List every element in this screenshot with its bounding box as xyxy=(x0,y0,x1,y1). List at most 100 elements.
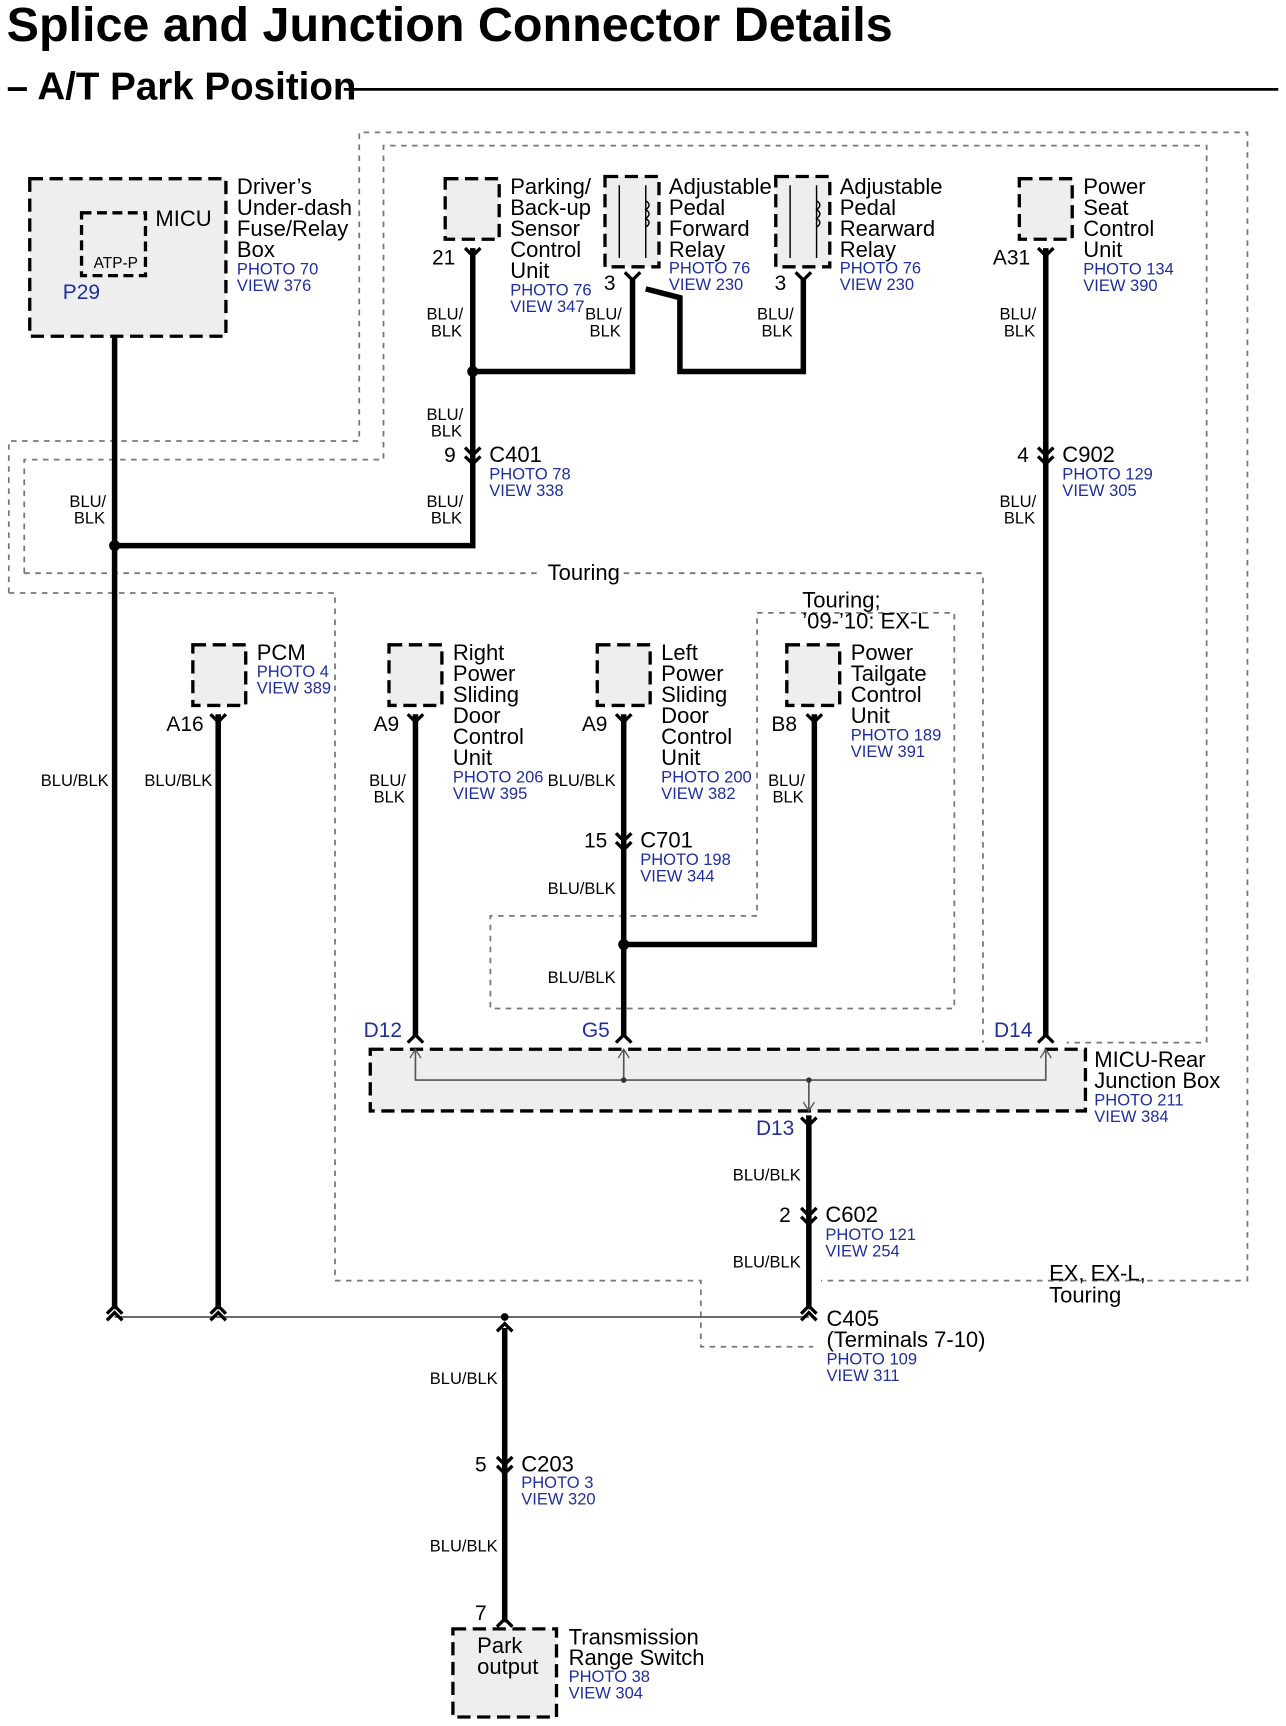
trans-switch-photo: PHOTO 38 xyxy=(569,1667,650,1686)
pedal-rear-name-3: Rearward xyxy=(840,216,935,241)
pin-d14: D14 xyxy=(994,1019,1033,1042)
c701-pin: 15 xyxy=(584,830,607,853)
pedal-fwd-name-4: Relay xyxy=(669,237,725,262)
wire-color-label: BLU/BLK xyxy=(430,1537,498,1556)
left-door-view: VIEW 382 xyxy=(661,784,735,803)
page-subtitle: – A/T Park Position xyxy=(7,65,357,108)
c401-name: C401 xyxy=(489,442,542,467)
fuse-box-photo: PHOTO 70 xyxy=(237,260,318,279)
c701-photo: PHOTO 198 xyxy=(640,850,731,869)
region-label-ex-2: Touring xyxy=(1049,1283,1121,1308)
wire-pedal-fwd xyxy=(472,277,636,375)
c203-pin: 5 xyxy=(475,1453,487,1476)
wire-color-label: BLK xyxy=(772,787,803,806)
wire-color-label: BLK xyxy=(1004,321,1035,340)
pcm-outline xyxy=(191,643,248,708)
wire-color-label: BLK xyxy=(74,509,105,528)
wire-color-label: BLK xyxy=(1004,509,1035,528)
micu-outline xyxy=(79,211,148,278)
junction-box-name-2: Junction Box xyxy=(1094,1068,1220,1093)
parking-name-5: Unit xyxy=(510,258,549,283)
pin-21: 21 xyxy=(432,247,455,270)
wire-color-label: BLU/ xyxy=(69,492,106,511)
wires xyxy=(111,248,1049,1623)
left-door-outline xyxy=(595,643,652,708)
power-seat-unit: A31 Power Seat Control Unit PHOTO 134 VI… xyxy=(993,174,1174,295)
pin-d12: D12 xyxy=(364,1019,402,1042)
c401-photo: PHOTO 78 xyxy=(489,465,570,484)
junction-box-view: VIEW 384 xyxy=(1094,1107,1168,1126)
right-door-name-4: Door xyxy=(453,703,501,728)
tailgate-outline xyxy=(785,643,842,708)
left-door-name-6: Unit xyxy=(661,745,700,770)
c902-view: VIEW 305 xyxy=(1062,481,1136,500)
pedal-rearward-relay: 3 Adjustable Pedal Rearward Relay PHOTO … xyxy=(774,174,943,295)
wire-color-label: BLU/ xyxy=(999,305,1036,324)
pin-a9-right: A9 xyxy=(374,713,400,736)
tailgate-name-4: Unit xyxy=(851,703,890,728)
junction-box-photo: PHOTO 211 xyxy=(1094,1090,1183,1109)
left-door-name-3: Sliding xyxy=(661,682,727,707)
c203-name: C203 xyxy=(521,1451,574,1476)
c405-photo: PHOTO 109 xyxy=(826,1349,917,1368)
pcm-photo: PHOTO 4 xyxy=(257,662,329,681)
parking-unit-outline xyxy=(443,177,501,241)
c405-name: C405 xyxy=(826,1306,879,1331)
left-sliding-door-unit: A9 Left Power Sliding Door Control Unit … xyxy=(582,640,752,803)
wire-color-label: BLK xyxy=(590,321,621,340)
c701-view: VIEW 344 xyxy=(640,867,714,886)
left-door-name-5: Control xyxy=(661,724,732,749)
power-seat-name-1: Power xyxy=(1083,174,1145,199)
splice-dot xyxy=(500,1313,509,1321)
boundary-inner-top xyxy=(23,144,1208,1044)
c602-view: VIEW 254 xyxy=(825,1241,899,1260)
right-door-view: VIEW 395 xyxy=(453,784,527,803)
c701-name: C701 xyxy=(640,828,693,853)
wire-color-label: BLU/BLK xyxy=(430,1369,498,1388)
c401-pin: 9 xyxy=(444,444,456,467)
splice-dot xyxy=(109,540,121,552)
pcm-name: PCM xyxy=(257,640,306,665)
parking-name-1: Parking/ xyxy=(510,174,592,199)
atp-p-terminal-label: ATP-P xyxy=(94,255,138,272)
pedal-rear-name-1: Adjustable xyxy=(840,174,943,199)
pcm: A16 PCM PHOTO 4 VIEW 389 xyxy=(166,640,331,736)
wire-pedal-rear xyxy=(645,277,807,375)
pedal-rear-outline xyxy=(774,174,832,269)
tailgate-view: VIEW 391 xyxy=(851,742,925,761)
parking-name-3: Sensor xyxy=(510,216,580,241)
splice-dot xyxy=(618,939,630,951)
pin-7: 7 xyxy=(475,1602,487,1625)
c405-terminals: (Terminals 7-10) xyxy=(826,1327,985,1352)
right-door-name-2: Power xyxy=(453,661,515,686)
region-label-touring-exl-1: Touring; xyxy=(802,587,880,612)
fuse-box-name-3: Fuse/Relay xyxy=(237,216,348,241)
micu-rear-junction-box: D12 G5 D14 D13 MICU-Rear Junction Box PH… xyxy=(364,1019,1221,1140)
pin-b8: B8 xyxy=(771,713,797,736)
wire-color-label: BLK xyxy=(431,422,462,441)
right-door-name-6: Unit xyxy=(453,745,492,770)
wire-color-label: BLU/BLK xyxy=(733,1252,801,1271)
pedal-rear-photo: PHOTO 76 xyxy=(840,258,921,277)
driver-fuse-relay-box: MICU ATP-P P29 Driver’s Under-dash Fuse/… xyxy=(28,174,352,338)
right-door-name-5: Control xyxy=(453,724,524,749)
parking-name-4: Control xyxy=(510,237,581,262)
pedal-forward-relay: 3 Adjustable Pedal Forward Relay PHOTO 7… xyxy=(603,174,772,295)
pin-a31: A31 xyxy=(993,247,1030,270)
pin-3-fwd: 3 xyxy=(604,272,616,295)
internal-splice-dot xyxy=(806,1077,812,1083)
fuse-box-name-4: Box xyxy=(237,237,275,262)
connector-c902: 4 C902 PHOTO 129 VIEW 305 xyxy=(1017,442,1153,500)
page-title: Splice and Junction Connector Details xyxy=(7,0,893,52)
wire-color-label: BLU/ xyxy=(426,405,463,424)
wire-color-label: BLU/BLK xyxy=(144,771,212,790)
pin-terminals xyxy=(105,246,1055,1628)
pin-g5: G5 xyxy=(582,1019,610,1042)
trans-switch-inner-1: Park xyxy=(477,1633,523,1658)
connector-c701: 15 C701 PHOTO 198 VIEW 344 xyxy=(584,828,731,886)
region-label-ex-1: EX, EX-L, xyxy=(1049,1261,1146,1286)
tailgate-name-1: Power xyxy=(851,640,913,665)
wire-color-label: BLU/ xyxy=(999,492,1036,511)
connector-c401: 9 C401 PHOTO 78 VIEW 338 xyxy=(444,442,571,500)
